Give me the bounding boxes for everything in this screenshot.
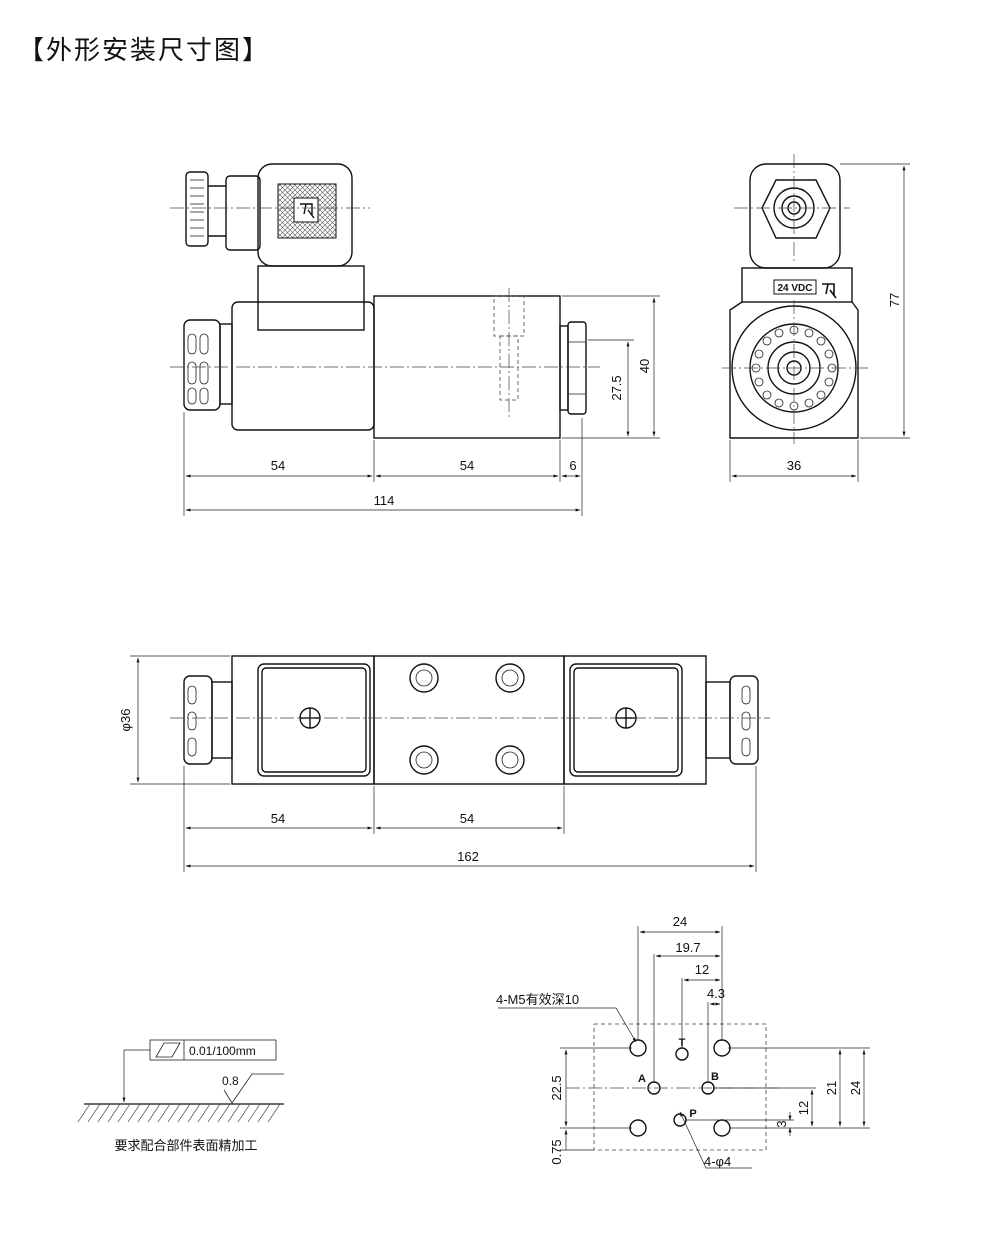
side-view-dimensions: 54 54 6 114 40 27.5 <box>183 295 660 516</box>
dim-if-12: 12 <box>695 962 709 977</box>
mounting-interface: T A B P 24 19.7 12 4.3 4-M5有效深10 22.5 0.… <box>496 914 870 1169</box>
dim-top-middle: 54 <box>460 811 474 826</box>
parallelism-icon <box>155 1042 181 1058</box>
roughness-value: 0.8 <box>222 1074 239 1088</box>
dim-if-3: 3 <box>774 1120 789 1127</box>
dim-top-overall: 162 <box>457 849 479 864</box>
coil-body <box>183 301 375 431</box>
dim-if-22-5: 22.5 <box>549 1075 564 1100</box>
hatching <box>77 1103 281 1123</box>
dim-side-overall: 114 <box>374 493 395 508</box>
dim-top-diameter: φ36 <box>118 709 133 732</box>
surface-requirement: 0.01/100mm 0.8 要求配合部件表面精加工 <box>77 1039 284 1153</box>
dim-side-height-27-5: 27.5 <box>609 375 624 400</box>
top-view: φ36 54 54 162 <box>118 655 770 872</box>
end-view: 24 VDC 77 <box>722 154 910 482</box>
side-view: 54 54 6 114 40 27.5 <box>170 163 660 516</box>
connector-plug <box>170 163 370 331</box>
dim-if-4-3: 4.3 <box>707 986 725 1001</box>
dim-if-24: 24 <box>673 914 687 929</box>
port-b: B <box>711 1071 719 1083</box>
dim-if-21: 21 <box>824 1081 839 1095</box>
logo-icon <box>300 203 315 219</box>
dim-if-24-vertical: 24 <box>848 1081 863 1095</box>
dim-top-left: 54 <box>271 811 285 826</box>
dim-side-left: 54 <box>271 458 285 473</box>
dim-side-middle: 54 <box>460 458 474 473</box>
surface-note: 要求配合部件表面精加工 <box>114 1138 257 1153</box>
port-p: P <box>689 1108 696 1120</box>
dim-if-19-7: 19.7 <box>675 940 700 955</box>
dim-if-0-75: 0.75 <box>549 1139 564 1164</box>
valve-body <box>170 288 600 439</box>
page-title: 【外形安装尺寸图】 <box>18 36 271 66</box>
dim-if-12-vertical: 12 <box>796 1101 811 1115</box>
port-a: A <box>638 1073 646 1085</box>
dim-side-height-40: 40 <box>637 359 652 373</box>
holes-note: 4-φ4 <box>704 1154 731 1169</box>
thread-note: 4-M5有效深10 <box>496 992 579 1007</box>
voltage-label-box <box>773 279 817 295</box>
brand-logo-icon <box>822 283 837 299</box>
dim-end-height: 77 <box>887 293 902 307</box>
flatness-value: 0.01/100mm <box>189 1044 256 1058</box>
voltage-label: 24 VDC <box>777 283 812 294</box>
dim-end-width: 36 <box>787 458 801 473</box>
dim-side-end: 6 <box>569 458 576 473</box>
